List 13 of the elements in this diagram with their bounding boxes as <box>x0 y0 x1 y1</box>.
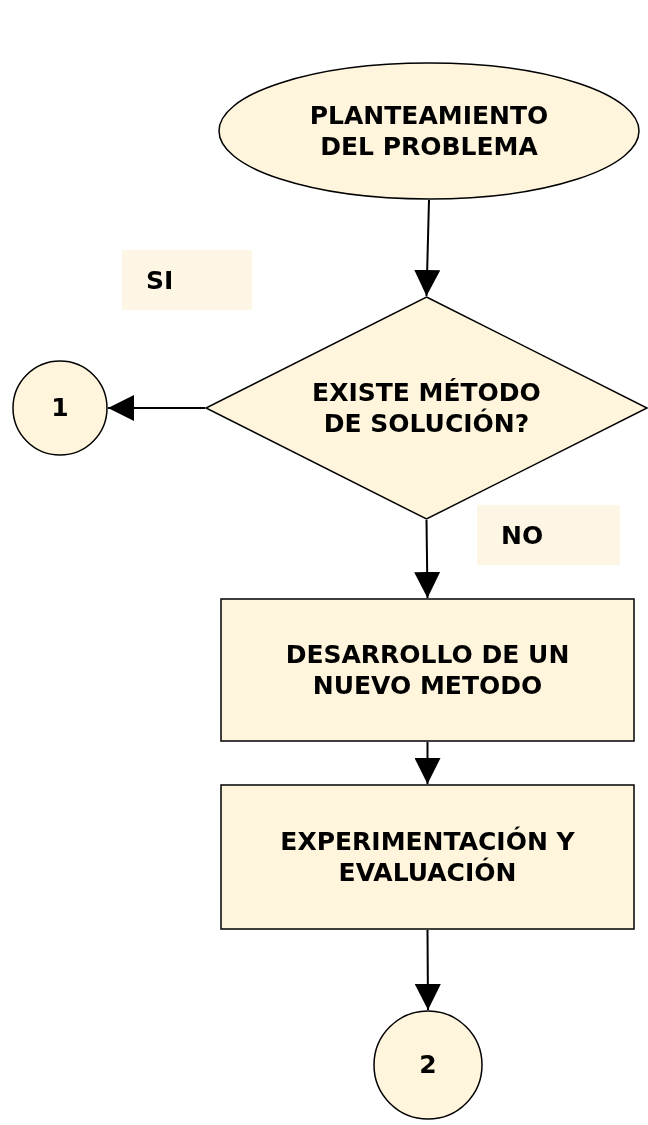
node-text: 1 <box>51 392 69 424</box>
arrow <box>414 741 441 785</box>
edge-label: NO <box>477 505 620 565</box>
node-text: DESARROLLO DE UN NUEVO METODO <box>284 638 571 702</box>
node-text: EXPERIMENTACIÓN Y EVALUACIÓN <box>279 825 576 889</box>
arrow <box>414 199 441 297</box>
arrow <box>107 395 206 421</box>
arrow <box>414 519 441 599</box>
node-text: 2 <box>419 1049 437 1081</box>
node-text: PLANTEAMIENTO DEL PROBLEMA <box>308 99 550 163</box>
edge-label: SI <box>122 250 252 310</box>
arrow <box>414 929 441 1011</box>
node-text: EXISTE MÉTODO DE SOLUCIÓN? <box>311 376 542 440</box>
